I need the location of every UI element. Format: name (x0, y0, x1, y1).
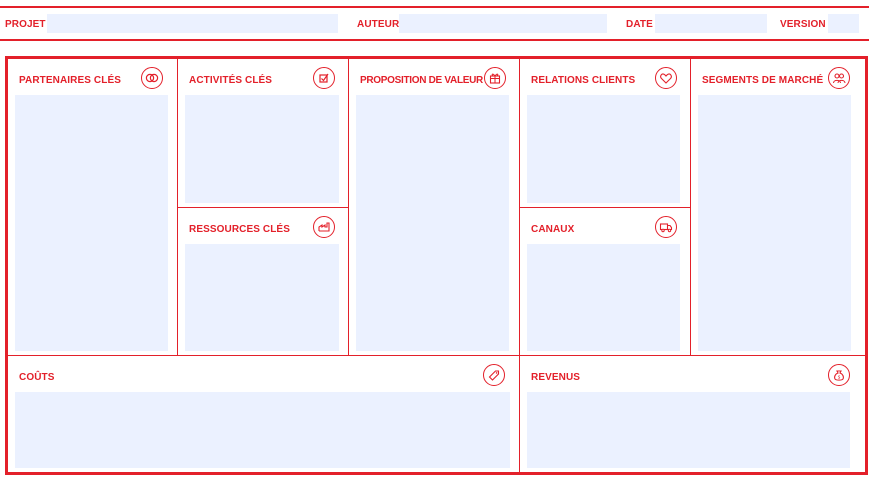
key-activities-block: ACTIVITÉS CLÉS (177, 58, 349, 208)
svg-text:$: $ (838, 375, 841, 381)
key-resources-area[interactable] (185, 244, 339, 351)
key-partners-block: PARTENAIRES CLÉS (7, 58, 178, 356)
revenues-area[interactable] (527, 392, 850, 468)
costs-area[interactable] (15, 392, 510, 468)
key-resources-title: RESSOURCES CLÉS (189, 224, 290, 235)
value-proposition-title: PROPOSITION DE VALEUR (360, 75, 483, 86)
header-bottom-line (0, 39, 869, 41)
date-field[interactable] (655, 14, 767, 33)
customer-relations-block: RELATIONS CLIENTS (519, 58, 691, 208)
people-icon (828, 67, 850, 89)
project-field[interactable] (47, 14, 338, 33)
key-partners-title: PARTENAIRES CLÉS (19, 75, 121, 86)
key-resources-block: RESSOURCES CLÉS (177, 207, 349, 356)
costs-block: COÛTS (7, 355, 520, 473)
value-proposition-area[interactable] (356, 95, 509, 351)
business-model-canvas: PARTENAIRES CLÉS ACTIVITÉS CLÉS RESSOURC… (5, 56, 868, 475)
key-activities-title: ACTIVITÉS CLÉS (189, 75, 273, 86)
version-field[interactable] (828, 14, 859, 33)
header-top-line (0, 6, 869, 8)
price-tag-icon (483, 364, 505, 386)
date-label: DATE (626, 19, 653, 30)
project-label: PROJET (5, 19, 46, 30)
author-field[interactable] (399, 14, 607, 33)
costs-title: COÛTS (19, 372, 55, 383)
market-segments-title: SEGMENTS DE MARCHÉ (702, 75, 824, 86)
checkbox-icon (313, 67, 335, 89)
customer-relations-area[interactable] (527, 95, 680, 203)
truck-icon (655, 216, 677, 238)
customer-relations-title: RELATIONS CLIENTS (531, 75, 636, 86)
revenues-block: REVENUS $ (519, 355, 866, 473)
key-partners-area[interactable] (15, 95, 168, 351)
factory-icon (313, 216, 335, 238)
value-proposition-block: PROPOSITION DE VALEUR (348, 58, 520, 356)
market-segments-block: SEGMENTS DE MARCHÉ (690, 58, 866, 356)
gift-icon (484, 67, 506, 89)
money-bag-icon: $ (828, 364, 850, 386)
key-activities-area[interactable] (185, 95, 339, 203)
rings-icon (141, 67, 163, 89)
channels-area[interactable] (527, 244, 680, 351)
author-label: AUTEUR (357, 19, 400, 30)
revenues-title: REVENUS (531, 372, 581, 383)
version-label: VERSION (780, 19, 826, 30)
heart-icon (655, 67, 677, 89)
channels-title: CANAUX (531, 224, 575, 235)
market-segments-area[interactable] (698, 95, 851, 351)
channels-block: CANAUX (519, 207, 691, 356)
